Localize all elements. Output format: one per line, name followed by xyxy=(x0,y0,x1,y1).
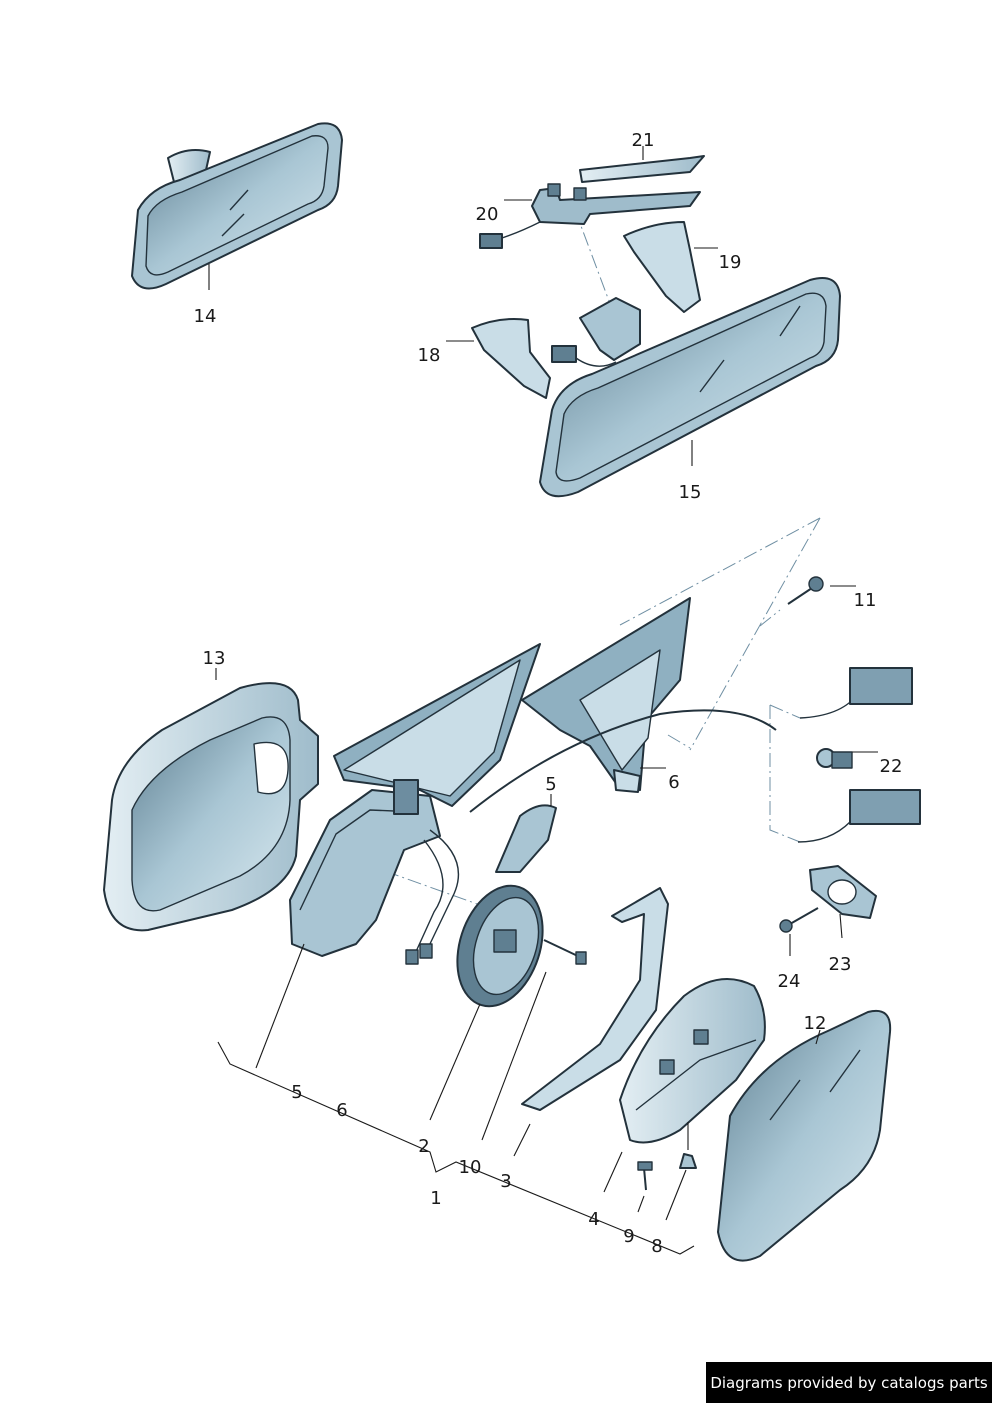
bulb-22 xyxy=(816,748,853,769)
bracket-23 xyxy=(809,865,877,919)
mirror-base-6 xyxy=(333,643,541,807)
callout-labels: 21 20 19 18 14 15 11 13 6 5 22 23 24 12 … xyxy=(194,130,903,1257)
mirror-mount-foot xyxy=(551,297,641,367)
callout-1: 1 xyxy=(430,1188,441,1209)
leader-lines xyxy=(208,146,878,1255)
callout-9: 9 xyxy=(623,1226,634,1247)
callout-23: 23 xyxy=(829,954,852,975)
callout-19: 19 xyxy=(719,252,742,273)
interior-mirror-14 xyxy=(131,122,343,290)
callout-2: 2 xyxy=(418,1136,429,1157)
callout-18: 18 xyxy=(418,345,441,366)
cable-loom-connectors xyxy=(405,829,460,965)
callout-8: 8 xyxy=(651,1236,662,1257)
mirror-sensor-cover-21 xyxy=(579,155,705,183)
cable-harness xyxy=(469,667,921,843)
callout-3: 3 xyxy=(500,1171,511,1192)
callout-15: 15 xyxy=(679,482,702,503)
screw-24 xyxy=(779,907,819,933)
callout-24: 24 xyxy=(778,971,801,992)
trim-piece-5 xyxy=(495,804,557,873)
mirror-housing-13 xyxy=(103,682,319,932)
callout-5-lower: 5 xyxy=(291,1082,302,1103)
mirror-base-6-right xyxy=(521,597,691,793)
callout-14: 14 xyxy=(194,306,217,327)
screw-11 xyxy=(787,576,824,605)
callout-21: 21 xyxy=(632,130,655,151)
callout-4: 4 xyxy=(588,1209,599,1230)
mirror-cover-18 xyxy=(471,318,551,399)
screw-10 xyxy=(543,939,587,965)
screw-9 xyxy=(637,1161,653,1191)
callout-10: 10 xyxy=(459,1157,482,1178)
callout-22: 22 xyxy=(880,756,903,777)
clip-8 xyxy=(679,1153,697,1169)
callout-6-lower: 6 xyxy=(336,1100,347,1121)
mirror-adjust-motor-2 xyxy=(456,884,544,1008)
mirror-carrier-frame xyxy=(289,779,441,957)
callout-12: 12 xyxy=(804,1013,827,1034)
trim-strip-3 xyxy=(521,887,669,1111)
mirror-base-cover-4 xyxy=(619,978,766,1144)
callout-13: 13 xyxy=(203,648,226,669)
callout-20: 20 xyxy=(476,204,499,225)
credit-banner: Diagrams provided by catalogs parts xyxy=(706,1362,992,1403)
callout-5-upper: 5 xyxy=(545,774,556,795)
callout-11: 11 xyxy=(854,590,877,611)
mirror-bracket-20 xyxy=(479,183,701,249)
interior-mirror-15 xyxy=(539,277,841,498)
callout-6-upper: 6 xyxy=(668,772,679,793)
mirror-glass-12 xyxy=(717,1010,892,1262)
mirror-cover-19 xyxy=(623,221,701,313)
